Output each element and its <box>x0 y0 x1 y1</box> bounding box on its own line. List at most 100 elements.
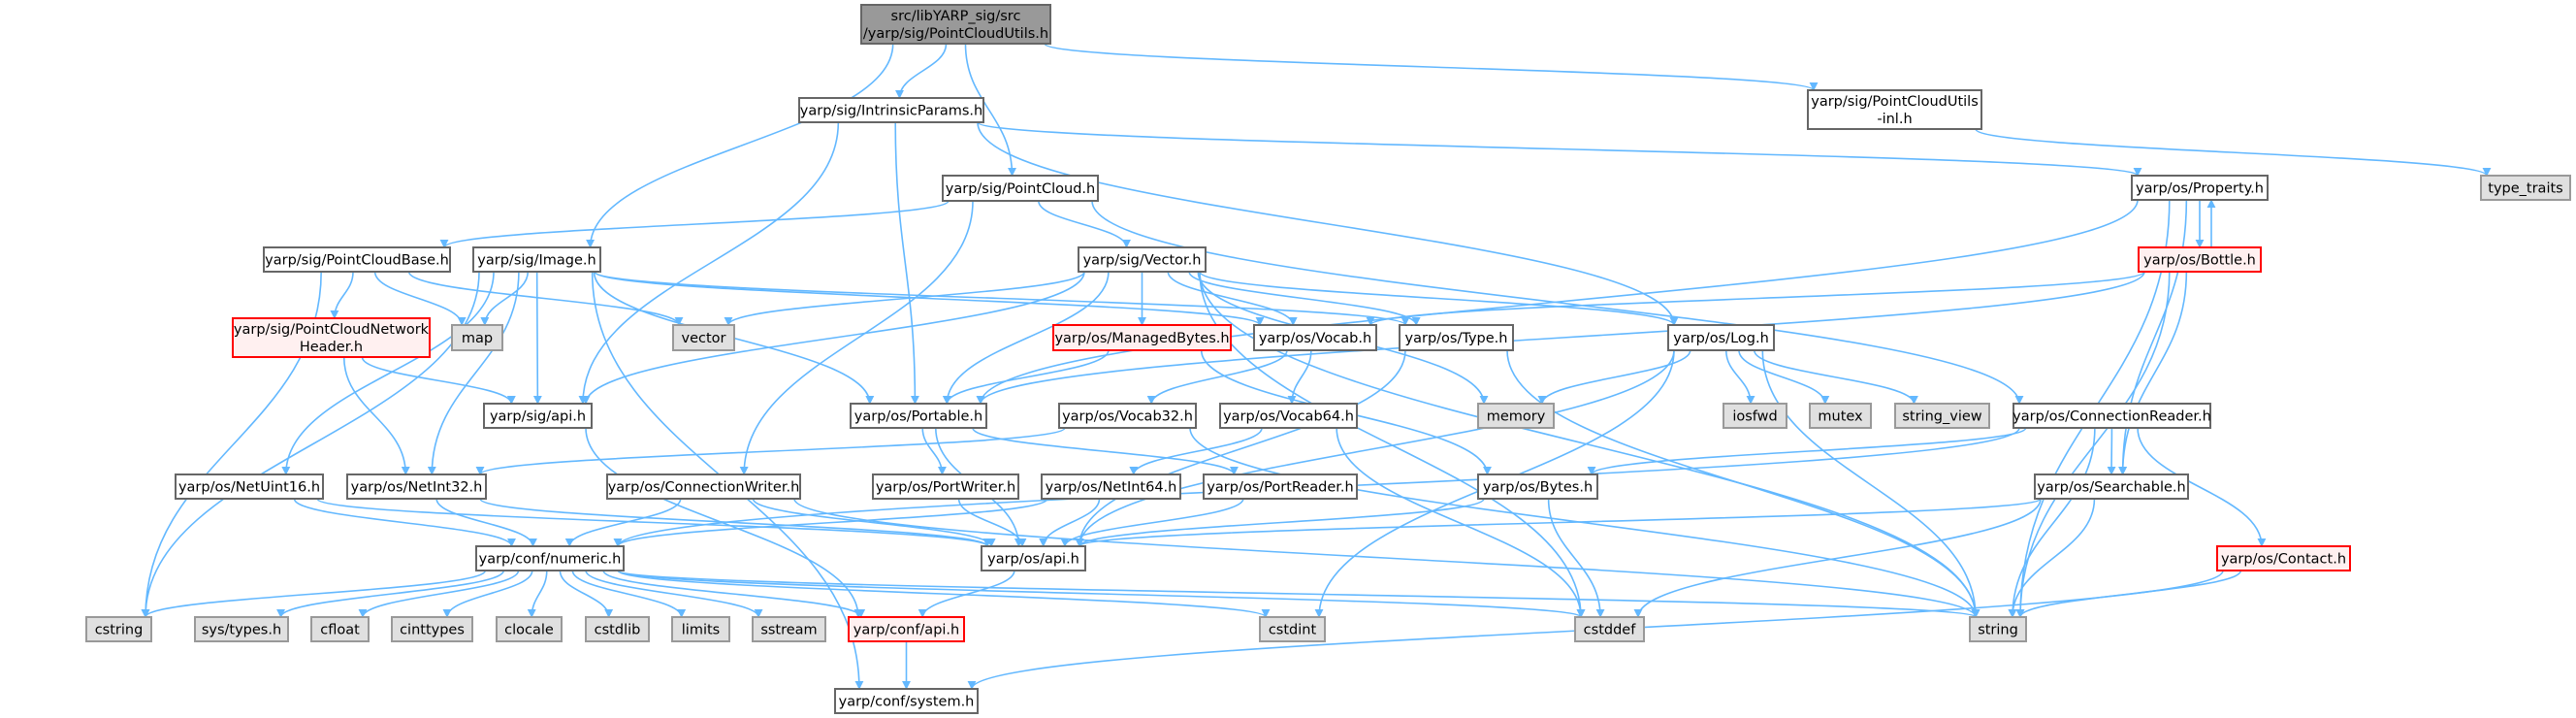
edge-img-to-vocab <box>594 271 1265 326</box>
node-yarp-os-managedbytes-h[interactable]: yarp/os/ManagedBytes.h <box>1052 324 1232 351</box>
node-cfloat: cfloat <box>310 616 370 642</box>
edge-intr-to-sigapi <box>578 121 840 405</box>
edge-cw-to-string <box>793 498 1980 618</box>
node-label: clocale <box>504 623 554 638</box>
node-label: cinttypes <box>400 623 465 638</box>
edge-pc-to-vec <box>1038 200 1131 248</box>
node-label: cstddef <box>1584 623 1637 638</box>
node-label: string_view <box>1902 409 1981 425</box>
edge-prop-to-search <box>2118 199 2188 475</box>
node-box <box>346 473 487 500</box>
edge-search-to-string <box>2008 498 2096 618</box>
edge-numeric-to-cfloat <box>358 570 520 618</box>
node-yarp-os-connectionreader-h[interactable]: yarp/os/ConnectionReader.h <box>2012 403 2211 429</box>
node-yarp-sig-pointcloudbase-h[interactable]: yarp/sig/PointCloudBase.h <box>263 246 451 273</box>
node-label: vector <box>682 331 726 346</box>
node-yarp-sig-vector-h[interactable]: yarp/sig/Vector.h <box>1078 246 1207 273</box>
node-yarp-os-bytes-h[interactable]: yarp/os/Bytes.h <box>1477 473 1598 500</box>
edge-cw-to-numeric <box>564 498 682 547</box>
edge-root-to-pc <box>964 43 1017 177</box>
node-cstring: cstring <box>85 616 152 642</box>
node-yarp-os-api-h[interactable]: yarp/os/api.h <box>981 545 1086 571</box>
edge-bottle-to-vocab <box>1366 271 2145 326</box>
node-yarp-conf-system-h[interactable]: yarp/conf/system.h <box>834 688 979 714</box>
node-box <box>1203 473 1358 500</box>
edge-img-to-ni32 <box>427 271 520 475</box>
node-cstdint: cstdint <box>1259 616 1326 642</box>
edge-log-to-string <box>1761 349 1980 618</box>
edge-bottle-to-string <box>2015 271 2171 618</box>
node-yarp-sig-pointcloudutils-inl-h[interactable]: yarp/sig/PointCloudUtils-inl.h <box>1807 89 1982 130</box>
node-yarp-os-property-h[interactable]: yarp/os/Property.h <box>2131 175 2269 201</box>
node-yarp-os-vocab32-h[interactable]: yarp/os/Vocab32.h <box>1058 403 1197 429</box>
node-yarp-os-netint32-h[interactable]: yarp/os/NetInt32.h <box>346 473 487 500</box>
edge-img-to-sigapi <box>532 271 542 405</box>
edge-numeric-to-limits <box>571 570 687 618</box>
node-label: Header.h <box>300 340 363 355</box>
node-box <box>672 324 735 351</box>
node-yarp-sig-api-h[interactable]: yarp/sig/api.h <box>483 403 593 429</box>
node-yarp-os-portreader-h[interactable]: yarp/os/PortReader.h <box>1203 473 1358 500</box>
node-box <box>1078 246 1207 273</box>
edge-log-to-memory <box>1537 349 1691 405</box>
node-limits: limits <box>671 616 730 642</box>
node-clocale: clocale <box>496 616 563 642</box>
edge-type-to-osapi <box>1075 349 1406 547</box>
node-label: sys/types.h <box>202 623 281 638</box>
node-yarp-os-netuint16-h[interactable]: yarp/os/NetUint16.h <box>175 473 324 500</box>
node-yarp-os-searchable-h[interactable]: yarp/os/Searchable.h <box>2034 473 2189 500</box>
node-label: yarp/os/Vocab32.h <box>1062 409 1193 425</box>
node-yarp-os-connectionwriter-h[interactable]: yarp/os/ConnectionWriter.h <box>606 473 801 500</box>
node-box <box>981 545 1086 571</box>
node-label: yarp/os/Portable.h <box>854 409 982 425</box>
node-label: yarp/conf/system.h <box>839 695 975 710</box>
node-box <box>2034 473 2189 500</box>
node-yarp-os-log-h[interactable]: yarp/os/Log.h <box>1667 324 1775 351</box>
node-box <box>263 246 451 273</box>
node-yarp-conf-numeric-h[interactable]: yarp/conf/numeric.h <box>475 545 625 571</box>
node-vector: vector <box>672 324 735 351</box>
node-box <box>483 403 593 429</box>
node-label: string <box>1978 623 2018 638</box>
node-label: yarp/os/Searchable.h <box>2037 480 2185 496</box>
node-box <box>798 97 984 123</box>
edge-numeric-to-sstream <box>585 570 763 618</box>
edge-numeric-to-cstdlib <box>559 570 614 618</box>
node-label: map <box>462 331 493 346</box>
edge-numeric-to-confapi <box>602 570 866 618</box>
node-yarp-os-netint64-h[interactable]: yarp/os/NetInt64.h <box>1041 473 1181 500</box>
node-yarp-os-type-h[interactable]: yarp/os/Type.h <box>1399 324 1514 351</box>
node-label: yarp/os/Property.h <box>2136 181 2264 197</box>
node-yarp-sig-image-h[interactable]: yarp/sig/Image.h <box>472 246 601 273</box>
edge-nu16-to-osapi <box>316 498 992 547</box>
node-cstddef: cstddef <box>1574 616 1645 642</box>
edges-layer <box>141 43 2492 690</box>
node-yarp-conf-api-h[interactable]: yarp/conf/api.h <box>848 616 965 642</box>
node-yarp-os-contact-h[interactable]: yarp/os/Contact.h <box>2216 545 2351 571</box>
node-yarp-sig-intrinsicparams-h[interactable]: yarp/sig/IntrinsicParams.h <box>798 97 984 123</box>
node-sys-types-h: sys/types.h <box>194 616 289 642</box>
node-yarp-os-portable-h[interactable]: yarp/os/Portable.h <box>850 403 987 429</box>
node-yarp-os-bottle-h[interactable]: yarp/os/Bottle.h <box>2138 246 2262 273</box>
node-yarp-sig-pointcloud-h[interactable]: yarp/sig/PointCloud.h <box>942 175 1099 202</box>
edge-numeric-to-cstring <box>141 570 487 618</box>
node-label: yarp/os/Contact.h <box>2221 552 2346 568</box>
edge-ni32-to-osapi <box>479 498 992 547</box>
edge-vec-to-vocab <box>1167 271 1298 326</box>
node-yarp-os-portwriter-h[interactable]: yarp/os/PortWriter.h <box>872 473 1019 500</box>
node-box <box>1574 616 1645 642</box>
node-src-libyarp-sig-src-yarp-sig-pointcloudutils-h[interactable]: src/libYARP_sig/src/yarp/sig/PointCloudU… <box>860 4 1051 45</box>
node-label: yarp/os/ConnectionReader.h <box>2012 409 2211 425</box>
node-box <box>2480 175 2571 201</box>
node-yarp-os-vocab64-h[interactable]: yarp/os/Vocab64.h <box>1219 403 1358 429</box>
node-box <box>232 317 431 358</box>
node-label: sstream <box>760 623 817 638</box>
edge-pcnh-to-ni32 <box>342 356 410 475</box>
node-label: yarp/os/Log.h <box>1673 331 1769 346</box>
edge-ni64-to-numeric <box>613 498 1048 547</box>
node-label: limits <box>682 623 720 638</box>
node-yarp-os-vocab-h[interactable]: yarp/os/Vocab.h <box>1253 324 1377 351</box>
node-label: mutex <box>1818 409 1863 425</box>
node-box <box>1477 403 1555 429</box>
